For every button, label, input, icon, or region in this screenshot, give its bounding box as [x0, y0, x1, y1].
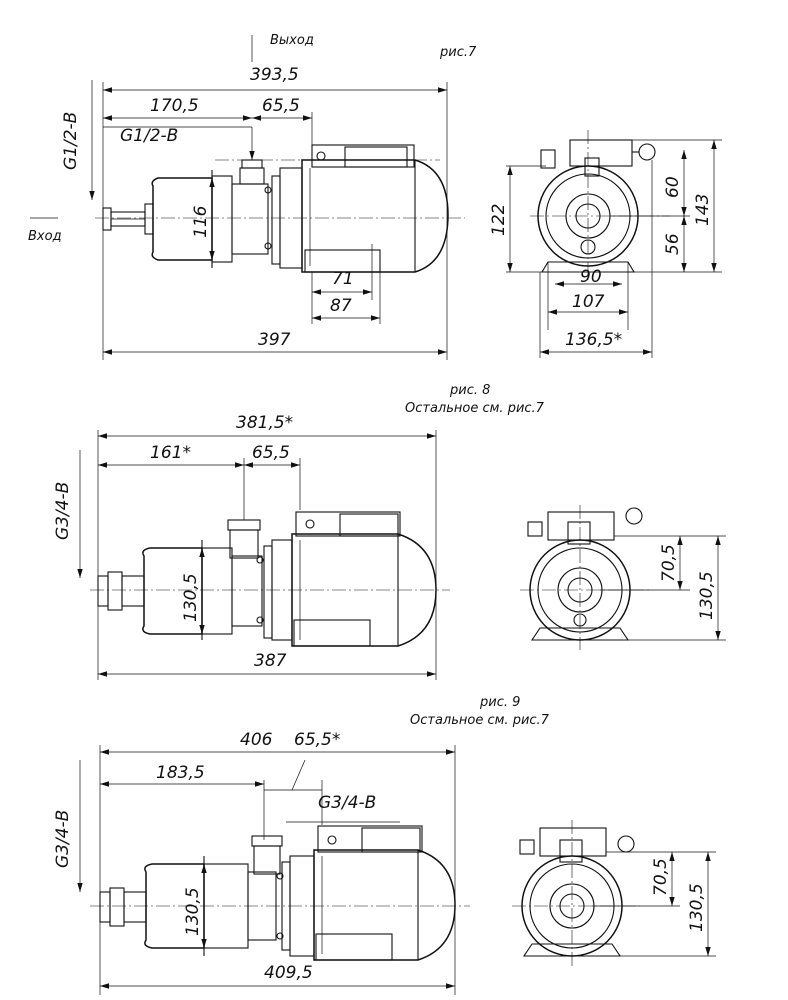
dim-107: 107 — [572, 292, 605, 312]
fig7-caption: рис.7 — [439, 45, 477, 60]
outlet-label: Выход — [270, 33, 314, 48]
dim-161: 161* — [150, 443, 191, 463]
thread-inlet-c: G3/4-B — [53, 810, 73, 868]
dim-136-5: 136,5* — [565, 330, 622, 350]
dim-130-5-side-c: 130,5 — [687, 883, 707, 932]
fig9-note: Остальное см. рис.7 — [410, 713, 550, 728]
dim-387: 387 — [254, 651, 287, 671]
dim-393-5: 393,5 — [250, 65, 299, 85]
dim-143: 143 — [693, 194, 713, 226]
figure-7: Выход рис.7 Вход 393,5 170,5 65,5 G1/2-B… — [28, 33, 722, 360]
fig8-note: Остальное см. рис.7 — [405, 401, 545, 416]
dim-170-5: 170,5 — [150, 96, 199, 116]
figure-9: рис. 9 Остальное см. рис.7 406 65,5* 183… — [53, 695, 716, 995]
dim-183-5: 183,5 — [156, 763, 205, 783]
thread-outlet-c: G3/4-B — [318, 793, 376, 813]
dim-381-5: 381,5* — [236, 413, 293, 433]
fig8-caption: рис. 8 — [449, 383, 490, 398]
dim-90: 90 — [580, 267, 602, 287]
dim-65-5: 65,5 — [262, 96, 300, 116]
inlet-label: Вход — [28, 229, 62, 244]
dim-130-5-c: 130,5 — [183, 887, 203, 936]
dim-116: 116 — [191, 205, 211, 238]
dim-65-5-c: 65,5* — [294, 730, 340, 750]
dim-56: 56 — [663, 233, 683, 255]
figure-8: рис. 8 Остальное см. рис.7 381,5* 161* 6… — [53, 383, 726, 680]
dim-87: 87 — [330, 296, 352, 316]
dim-60: 60 — [663, 176, 683, 198]
dim-71: 71 — [332, 269, 354, 289]
dim-406: 406 — [240, 730, 273, 750]
thread-inlet-b: G3/4-B — [53, 482, 73, 540]
thread-outlet: G1/2-B — [120, 126, 178, 146]
dim-130-5-side: 130,5 — [697, 571, 717, 620]
dim-70-5: 70,5 — [659, 544, 679, 582]
thread-inlet: G1/2-B — [61, 112, 81, 170]
fig9-caption: рис. 9 — [479, 695, 520, 710]
dim-65-5-b: 65,5 — [252, 443, 290, 463]
dim-409-5: 409,5 — [264, 963, 313, 983]
dim-397: 397 — [258, 330, 291, 350]
dim-70-5-c: 70,5 — [651, 858, 671, 896]
dim-130-5: 130,5 — [181, 573, 201, 622]
dim-122: 122 — [489, 204, 509, 236]
